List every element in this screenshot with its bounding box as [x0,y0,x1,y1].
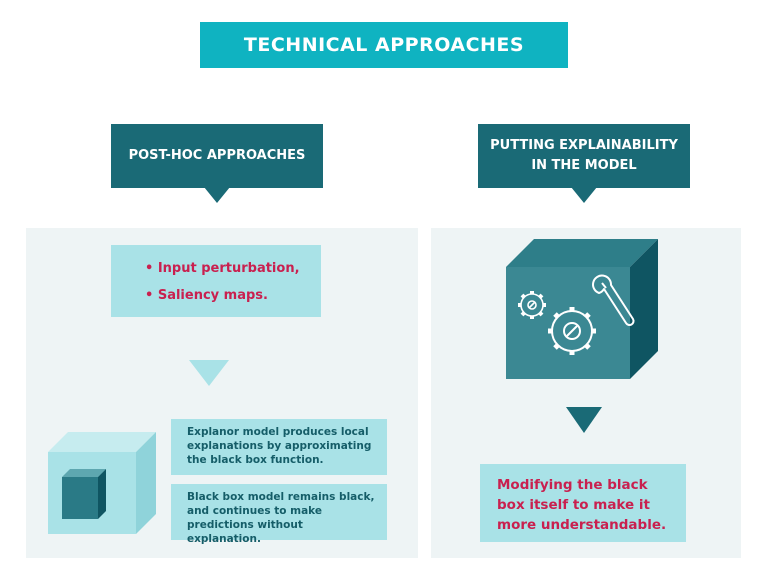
explainability-heading: PUTTING EXPLAINABILITY IN THE MODEL [478,124,690,188]
wrench-icon [592,274,635,326]
post-hoc-heading: POST-HOC APPROACHES [111,124,323,188]
post-hoc-bullet-box: • Input perturbation, • Saliency maps. [111,245,321,317]
gear-cube-icon [506,239,658,379]
explainability-heading-pointer [571,187,597,203]
bullet-item-saliency-maps: • Saliency maps. [145,288,268,303]
gear-icon [548,307,596,355]
down-arrow-icon [189,360,229,386]
small-gear-icon [518,291,546,319]
black-box-model-text: Black box model remains black, and conti… [171,484,387,545]
bullet-item-input-perturbation: • Input perturbation, [145,261,300,276]
modifying-black-box-text: Modifying the black box itself to make i… [480,464,686,542]
small-dark-cube-icon [62,469,106,519]
down-arrow-icon [566,407,602,433]
post-hoc-heading-pointer [204,187,230,203]
light-cube-icon [48,432,156,534]
explanor-model-text: Explanor model produces local explanatio… [171,419,387,475]
page-title: TECHNICAL APPROACHES [200,22,568,68]
